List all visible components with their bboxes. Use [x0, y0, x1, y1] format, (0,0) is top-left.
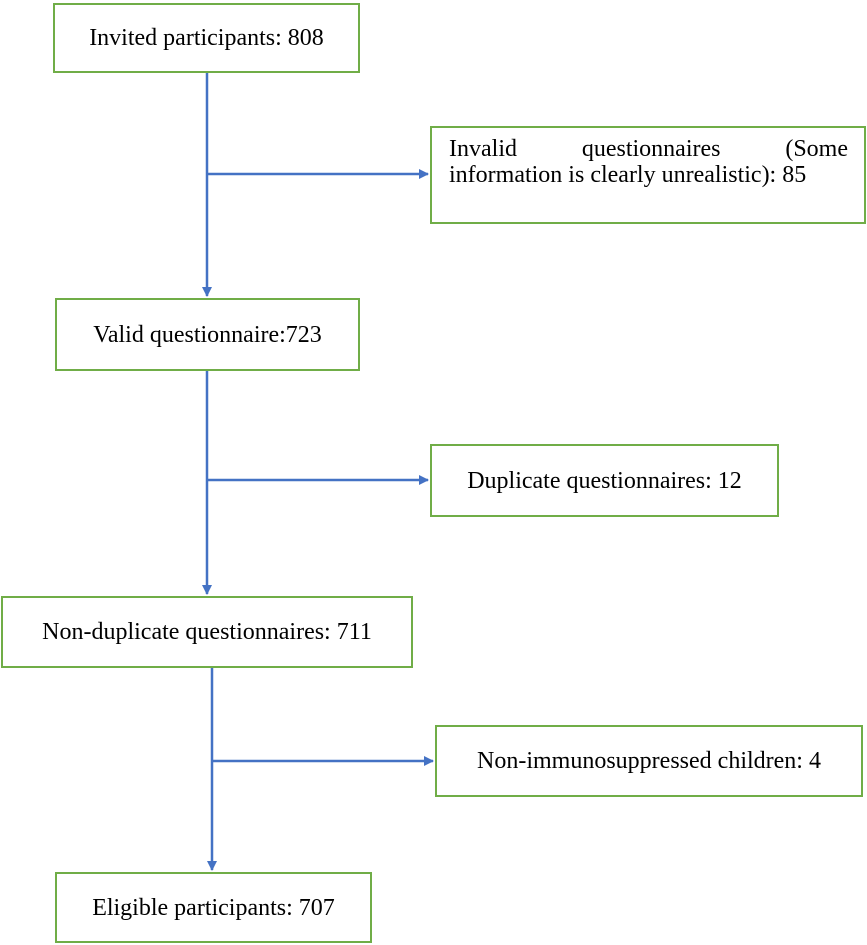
box-valid-questionnaire-label: Valid questionnaire:723 [93, 321, 322, 348]
box-duplicate-questionnaires-label: Duplicate questionnaires: 12 [467, 467, 742, 494]
box-invited-participants-label: Invited participants: 808 [89, 25, 324, 51]
box-non-duplicate-questionnaires-label: Non-duplicate questionnaires: 711 [42, 619, 372, 645]
box-duplicate-questionnaires: Duplicate questionnaires: 12 [430, 444, 779, 517]
box-valid-questionnaire: Valid questionnaire:723 [55, 298, 360, 371]
box-non-immunosuppressed-children-label: Non-immunosuppressed children: 4 [477, 748, 821, 774]
box-eligible-participants: Eligible participants: 707 [55, 872, 372, 943]
box-invalid-questionnaires: Invalid questionnaires (Some information… [430, 126, 866, 224]
box-invited-participants: Invited participants: 808 [53, 3, 360, 73]
box-invalid-questionnaires-label: Invalid questionnaires (Some information… [449, 136, 848, 188]
box-eligible-participants-label: Eligible participants: 707 [92, 894, 335, 921]
box-non-immunosuppressed-children: Non-immunosuppressed children: 4 [435, 725, 863, 797]
box-non-duplicate-questionnaires: Non-duplicate questionnaires: 711 [1, 596, 413, 668]
